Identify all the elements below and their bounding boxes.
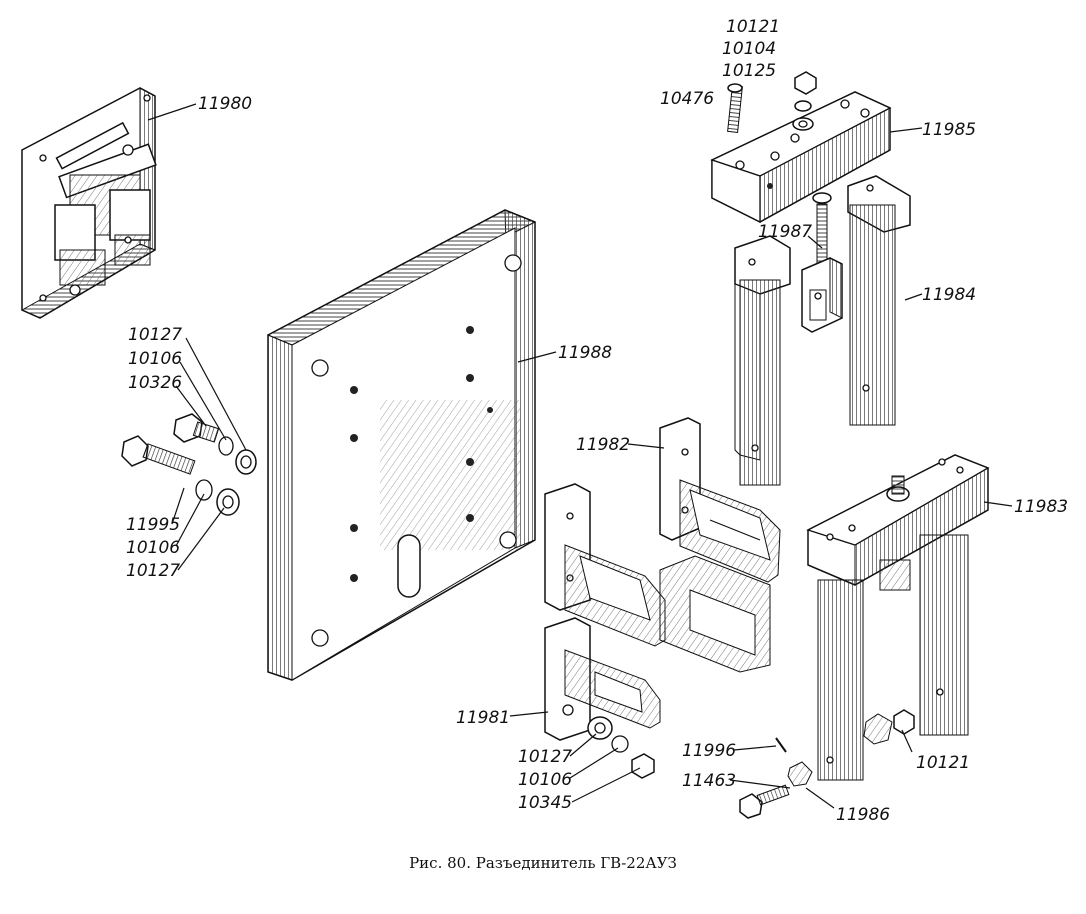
label-10106-a: 10106 xyxy=(128,349,182,369)
label-10106-c: 10106 xyxy=(518,770,572,790)
label-11982: 11982 xyxy=(576,435,630,455)
part-11982-contact xyxy=(659,417,781,583)
label-11983: 11983 xyxy=(1014,497,1068,517)
label-10127-a: 10127 xyxy=(128,325,182,345)
part-11984-blade-bars xyxy=(734,175,911,486)
part-11983-lower-block xyxy=(806,454,990,781)
label-11996: 11996 xyxy=(682,741,736,761)
label-11987: 11987 xyxy=(758,222,812,242)
part-11987-bolt-fork xyxy=(801,192,843,333)
label-10127-c: 10127 xyxy=(518,747,572,767)
label-10125: 10125 xyxy=(722,61,776,81)
label-10106-b: 10106 xyxy=(126,538,180,558)
part-11981-contacts xyxy=(544,483,771,741)
fastener-group-left xyxy=(121,413,257,516)
label-10476: 10476 xyxy=(660,89,714,109)
fastener-group-lower xyxy=(587,709,915,819)
figure-caption: Рис. 80. Разъединитель ГВ-22АУЗ xyxy=(409,854,677,872)
label-10127-b: 10127 xyxy=(126,561,180,581)
part-11985-top-block xyxy=(710,71,892,224)
leader-lines xyxy=(147,103,1013,809)
label-11463: 11463 xyxy=(682,771,736,791)
part-11980-assembly xyxy=(20,87,157,319)
label-10121-top: 10121 xyxy=(726,17,780,37)
label-11988: 11988 xyxy=(558,343,612,363)
part-11988-base-panel xyxy=(266,209,537,681)
label-10326: 10326 xyxy=(128,373,182,393)
label-10121-bottom: 10121 xyxy=(916,753,970,773)
label-10345: 10345 xyxy=(518,793,572,813)
label-11985: 11985 xyxy=(922,120,976,140)
label-11984: 11984 xyxy=(922,285,976,305)
label-10104: 10104 xyxy=(722,39,776,59)
label-11986: 11986 xyxy=(836,805,890,825)
label-11980: 11980 xyxy=(198,94,252,114)
label-11995: 11995 xyxy=(126,515,180,535)
part-labels: 11980 10121 10104 10125 10476 11985 1198… xyxy=(126,17,1068,825)
label-11981: 11981 xyxy=(456,708,510,728)
